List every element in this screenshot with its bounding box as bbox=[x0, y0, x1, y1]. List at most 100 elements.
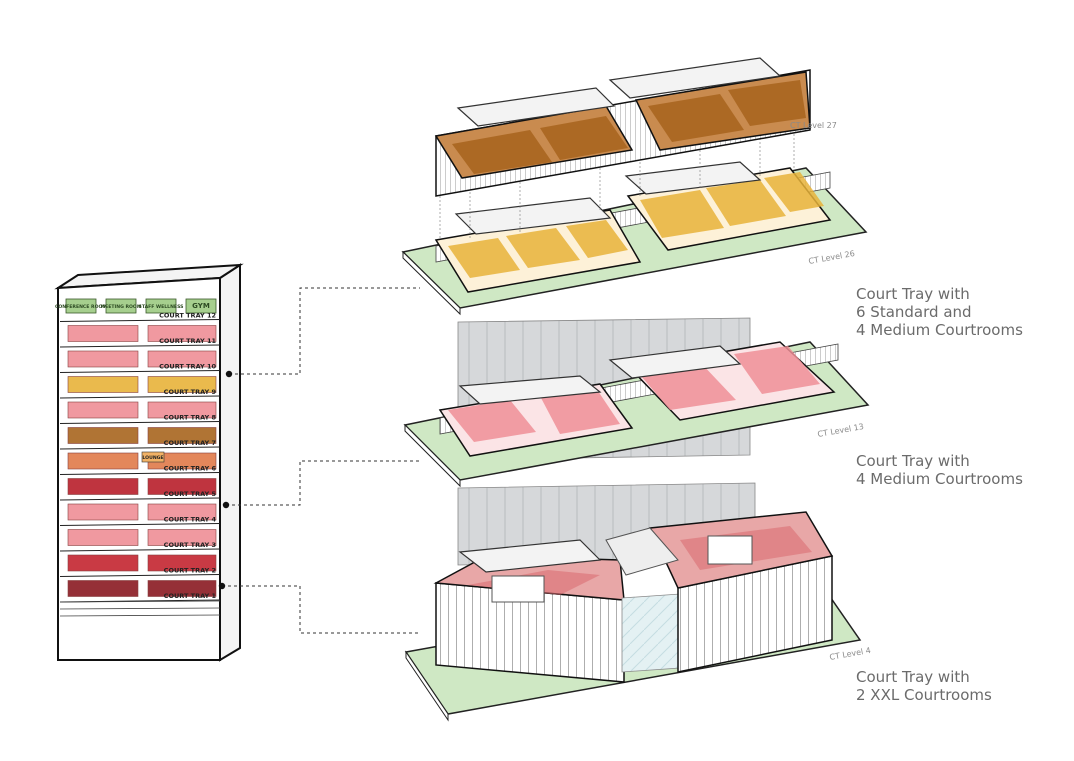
stack-courtroom-block bbox=[67, 401, 139, 419]
standard-courtroom-2 bbox=[506, 228, 580, 268]
stack-divider bbox=[59, 319, 221, 322]
base-slab-line bbox=[59, 614, 221, 617]
upper-courtroom-2 bbox=[540, 116, 628, 160]
ground-plate-lower-edge bbox=[405, 650, 449, 722]
stack-courtroom-block bbox=[147, 478, 217, 495]
stack-courtroom-block bbox=[147, 427, 217, 444]
base-slab-line bbox=[59, 600, 221, 603]
caption-middle-line-2: 4 Medium Courtrooms bbox=[856, 470, 1023, 488]
ground-plate-middle-edge bbox=[404, 423, 461, 488]
ground-plate-upper-edge bbox=[402, 250, 461, 316]
axonometric: CT Level 27 CT Level 26 CT Level 13 CT L… bbox=[401, 57, 872, 722]
amenity-label: CONFERENCE ROOM bbox=[55, 304, 107, 310]
amenity-label: MEETING ROOM bbox=[101, 304, 142, 310]
core-rooms-lower bbox=[605, 527, 679, 576]
stack-courtroom-block bbox=[67, 452, 139, 470]
leader-lower bbox=[222, 585, 420, 634]
stack-courtroom-block bbox=[147, 376, 217, 393]
level-label-13: CT Level 13 bbox=[817, 422, 865, 439]
stack-divider bbox=[59, 370, 221, 373]
leader-dot-upper bbox=[225, 370, 233, 378]
amenity-room bbox=[145, 298, 177, 314]
tray-label: COURT TRAY 2 bbox=[164, 567, 216, 575]
stack-courtroom-block bbox=[67, 554, 139, 572]
caption-upper-line-1: Court Tray with bbox=[856, 285, 970, 303]
leader-upper bbox=[229, 287, 420, 375]
stack-divider bbox=[59, 421, 221, 424]
stack-divider bbox=[59, 574, 221, 577]
level-label-4: CT Level 4 bbox=[829, 646, 872, 662]
stack-courtroom-block bbox=[67, 376, 139, 393]
stack-divider bbox=[59, 497, 221, 501]
tray-label: COURT TRAY 6 bbox=[164, 465, 217, 473]
caption-middle-line-1: Court Tray with bbox=[856, 452, 970, 470]
support-rooms-middle-right bbox=[608, 345, 742, 379]
gym-label: GYM bbox=[192, 302, 210, 310]
amenity-label: STAFF WELLNESS bbox=[139, 304, 184, 310]
tray-label: COURT TRAY 4 bbox=[164, 516, 217, 524]
stack-divider bbox=[59, 548, 221, 552]
upper-courtroom-1 bbox=[452, 130, 552, 174]
caption-lower-line-2: 2 XXL Courtrooms bbox=[856, 686, 992, 704]
stack-divider bbox=[59, 446, 221, 450]
caption-upper: Court Tray with 6 Standard and 4 Medium … bbox=[856, 285, 1023, 339]
support-rooms-top-right bbox=[608, 57, 782, 99]
support-rooms-upper-right bbox=[624, 161, 762, 195]
support-rooms-top-left bbox=[456, 87, 616, 127]
medium-courtroom-6 bbox=[706, 180, 786, 226]
stack-courtroom-block bbox=[67, 529, 139, 546]
xxl-void-right bbox=[707, 535, 753, 565]
tray-label: COURT TRAY 7 bbox=[164, 439, 216, 447]
stack-divider bbox=[59, 395, 221, 399]
stack-divider bbox=[59, 472, 221, 475]
base-slab-line bbox=[59, 607, 221, 610]
amenity-room bbox=[185, 298, 217, 314]
medium-courtroom-1 bbox=[448, 400, 536, 442]
tray-label: COURT TRAY 5 bbox=[164, 490, 217, 498]
level-label-27: CT Level 27 bbox=[790, 121, 837, 130]
support-rooms-lower bbox=[458, 539, 602, 573]
stack-courtroom-block bbox=[147, 529, 217, 546]
stack-courtroom-block bbox=[147, 554, 217, 572]
level-lower bbox=[404, 511, 862, 722]
stack-courtroom-block bbox=[67, 580, 139, 597]
tray-label: COURT TRAY 9 bbox=[164, 388, 217, 396]
leader-middle bbox=[226, 460, 420, 506]
caption-lower: Court Tray with 2 XXL Courtrooms bbox=[856, 668, 992, 704]
stack-courtroom-block bbox=[147, 503, 217, 521]
amenity-room bbox=[65, 298, 97, 314]
upper-courtroom-3 bbox=[648, 94, 744, 142]
stack-courtroom-block bbox=[67, 350, 139, 368]
xxl-void-left bbox=[491, 575, 545, 603]
support-rooms-upper-left bbox=[454, 197, 612, 235]
amenity-room bbox=[105, 298, 137, 314]
stack-courtroom-block bbox=[147, 350, 217, 368]
tray-label: COURT TRAY 12 bbox=[159, 312, 216, 320]
stack-courtroom-block bbox=[67, 325, 139, 342]
connector-leaders bbox=[222, 287, 420, 634]
support-rooms-middle-left bbox=[458, 375, 602, 405]
standard-courtroom-4 bbox=[764, 172, 824, 212]
stack-courtroom-block bbox=[67, 427, 139, 444]
level-top bbox=[434, 57, 811, 197]
medium-courtroom-2 bbox=[540, 388, 620, 434]
leader-dot-middle bbox=[222, 501, 230, 509]
atrium-glass bbox=[621, 593, 681, 673]
tray-label: COURT TRAY 8 bbox=[164, 414, 217, 422]
level-middle bbox=[403, 341, 870, 488]
medium-courtroom-5 bbox=[640, 190, 724, 238]
standard-courtroom-3 bbox=[566, 220, 628, 258]
lounge-room bbox=[141, 451, 165, 463]
standard-courtroom-1 bbox=[448, 238, 520, 278]
caption-lower-line-1: Court Tray with bbox=[856, 668, 970, 686]
stack-divider bbox=[59, 344, 221, 348]
tower-stack-side bbox=[219, 263, 241, 662]
stack-divider bbox=[59, 523, 221, 526]
tray-label: COURT TRAY 10 bbox=[159, 363, 216, 371]
stack-courtroom-block bbox=[147, 580, 217, 597]
upper-courtroom-4 bbox=[728, 80, 806, 126]
caption-middle: Court Tray with 4 Medium Courtrooms bbox=[856, 452, 1023, 488]
stack-courtroom-block bbox=[147, 325, 217, 342]
tray-label: COURT TRAY 11 bbox=[159, 337, 216, 345]
